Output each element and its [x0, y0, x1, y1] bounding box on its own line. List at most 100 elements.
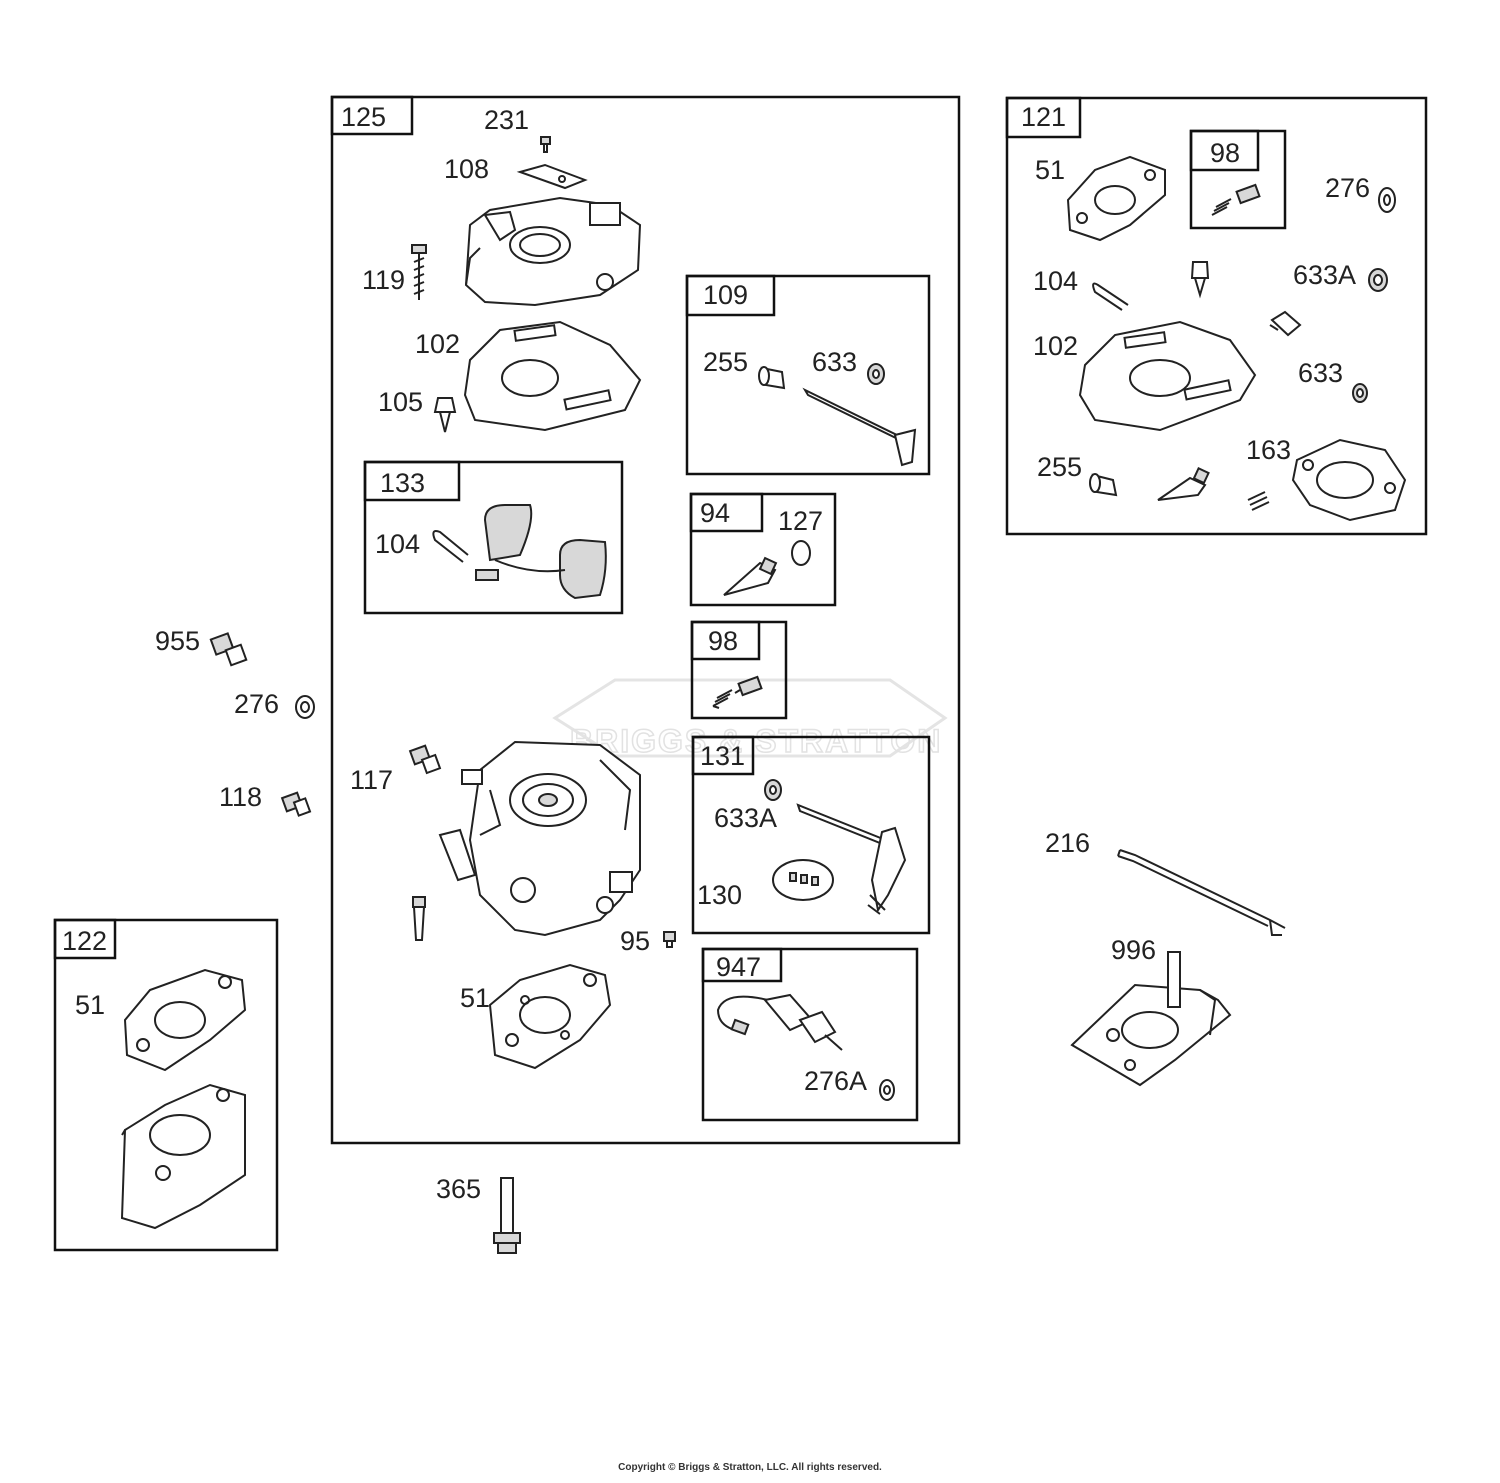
box-109 [685, 274, 931, 476]
box-125 [330, 95, 961, 1145]
part-276A-washer [879, 1079, 895, 1101]
part-95-screw [663, 931, 676, 948]
part-121-gasket-51 [1066, 155, 1166, 242]
box-133-label: 133 [380, 468, 425, 498]
box-131-tag [691, 735, 755, 776]
part-121-spring [1247, 491, 1270, 511]
label-633A-131: 633A [714, 803, 777, 833]
part-121-seal-633 [1352, 383, 1368, 403]
part-122-spacer [120, 1083, 246, 1230]
part-117-plug [408, 744, 442, 775]
part-throttle-shaft [796, 803, 907, 915]
part-633A-seal [764, 779, 782, 801]
box-122-label: 122 [62, 926, 107, 956]
part-105-needle [433, 397, 457, 433]
part-choke-shaft [802, 387, 917, 467]
part-98-spring-screw [712, 675, 763, 709]
label-119: 119 [362, 265, 405, 295]
label-633A-121: 633A [1293, 260, 1356, 290]
box-122-tag [53, 918, 117, 960]
box-98 [690, 620, 788, 720]
part-231-screw [540, 136, 551, 153]
part-51-gasket [488, 963, 612, 1070]
label-255-109: 255 [703, 347, 748, 377]
label-51-121: 51 [1035, 155, 1065, 185]
label-163: 163 [1246, 435, 1291, 465]
label-255-121: 255 [1037, 452, 1082, 482]
label-51-122: 51 [75, 990, 105, 1020]
label-130: 130 [697, 880, 742, 910]
box-947-tag [701, 947, 783, 983]
part-118-plug [280, 791, 312, 817]
label-117: 117 [350, 765, 393, 795]
part-121-needle [1190, 261, 1210, 299]
box-131 [691, 735, 931, 935]
label-365: 365 [436, 1174, 481, 1204]
part-127-oring [791, 540, 811, 566]
label-127: 127 [778, 506, 823, 536]
part-121-pin-104 [1092, 282, 1129, 311]
label-102-121: 102 [1033, 331, 1078, 361]
label-95: 95 [620, 926, 650, 956]
label-996: 996 [1111, 935, 1156, 965]
box-947 [701, 947, 919, 1122]
label-108: 108 [444, 154, 489, 184]
box-98-kit-label: 98 [1210, 138, 1240, 168]
box-98-tag [690, 620, 761, 661]
label-51: 51 [460, 983, 490, 1013]
part-947-solenoid [716, 993, 843, 1051]
part-130-throttle-plate [772, 859, 834, 901]
box-125-tag [330, 95, 414, 136]
label-276A: 276A [804, 1066, 867, 1096]
box-98-kit-tag [1189, 129, 1260, 172]
label-216: 216 [1045, 828, 1090, 858]
part-121-gasket-163 [1291, 438, 1407, 522]
part-119-screw [411, 244, 427, 300]
part-121-washer-276 [1378, 187, 1396, 213]
watermark-text: BRIGGS & STRATTON [570, 723, 942, 759]
box-121 [1005, 96, 1428, 536]
label-633-121: 633 [1298, 358, 1343, 388]
box-98-label: 98 [708, 626, 738, 656]
label-118: 118 [219, 782, 262, 812]
label-276: 276 [234, 689, 279, 719]
part-122-gasket [123, 968, 247, 1072]
box-121-tag [1005, 96, 1082, 139]
part-121-seal-633A [1368, 268, 1388, 292]
part-121-bushing-255 [1089, 473, 1118, 497]
part-996-plate [1070, 951, 1232, 1087]
part-carburetor-top-body [464, 196, 642, 307]
part-216-link [1117, 849, 1286, 936]
label-955: 955 [155, 626, 200, 656]
label-105: 105 [378, 387, 423, 417]
box-947-label: 947 [716, 952, 761, 982]
box-122 [53, 918, 279, 1252]
part-98-kit-spring-screw [1211, 183, 1261, 216]
box-109-label: 109 [703, 280, 748, 310]
part-104-float-pin [432, 530, 469, 563]
label-276-121: 276 [1325, 173, 1370, 203]
label-231: 231 [484, 105, 529, 135]
box-133 [363, 460, 624, 615]
label-633-109: 633 [812, 347, 857, 377]
part-102-gasket [463, 320, 642, 432]
box-94-tag [689, 492, 764, 533]
box-125-label: 125 [341, 102, 386, 132]
part-121-clip [1269, 310, 1302, 337]
box-133-tag [363, 460, 461, 502]
box-109-tag [685, 274, 776, 317]
label-104: 104 [375, 529, 420, 559]
part-365-bolt [493, 1177, 521, 1254]
part-float [475, 504, 607, 600]
part-main-jet [412, 896, 426, 941]
part-121-mixture-screw [1157, 467, 1210, 501]
part-276-washer [295, 695, 315, 719]
copyright-notice: Copyright © Briggs & Stratton, LLC. All … [618, 1462, 882, 1473]
part-121-gasket-102 [1078, 320, 1257, 432]
part-633-seal [867, 363, 885, 385]
label-104-121: 104 [1033, 266, 1078, 296]
part-955-fitting [209, 632, 248, 667]
box-94-label: 94 [700, 498, 730, 528]
part-108-gasket [516, 163, 588, 190]
part-mixture-screw [723, 556, 778, 596]
